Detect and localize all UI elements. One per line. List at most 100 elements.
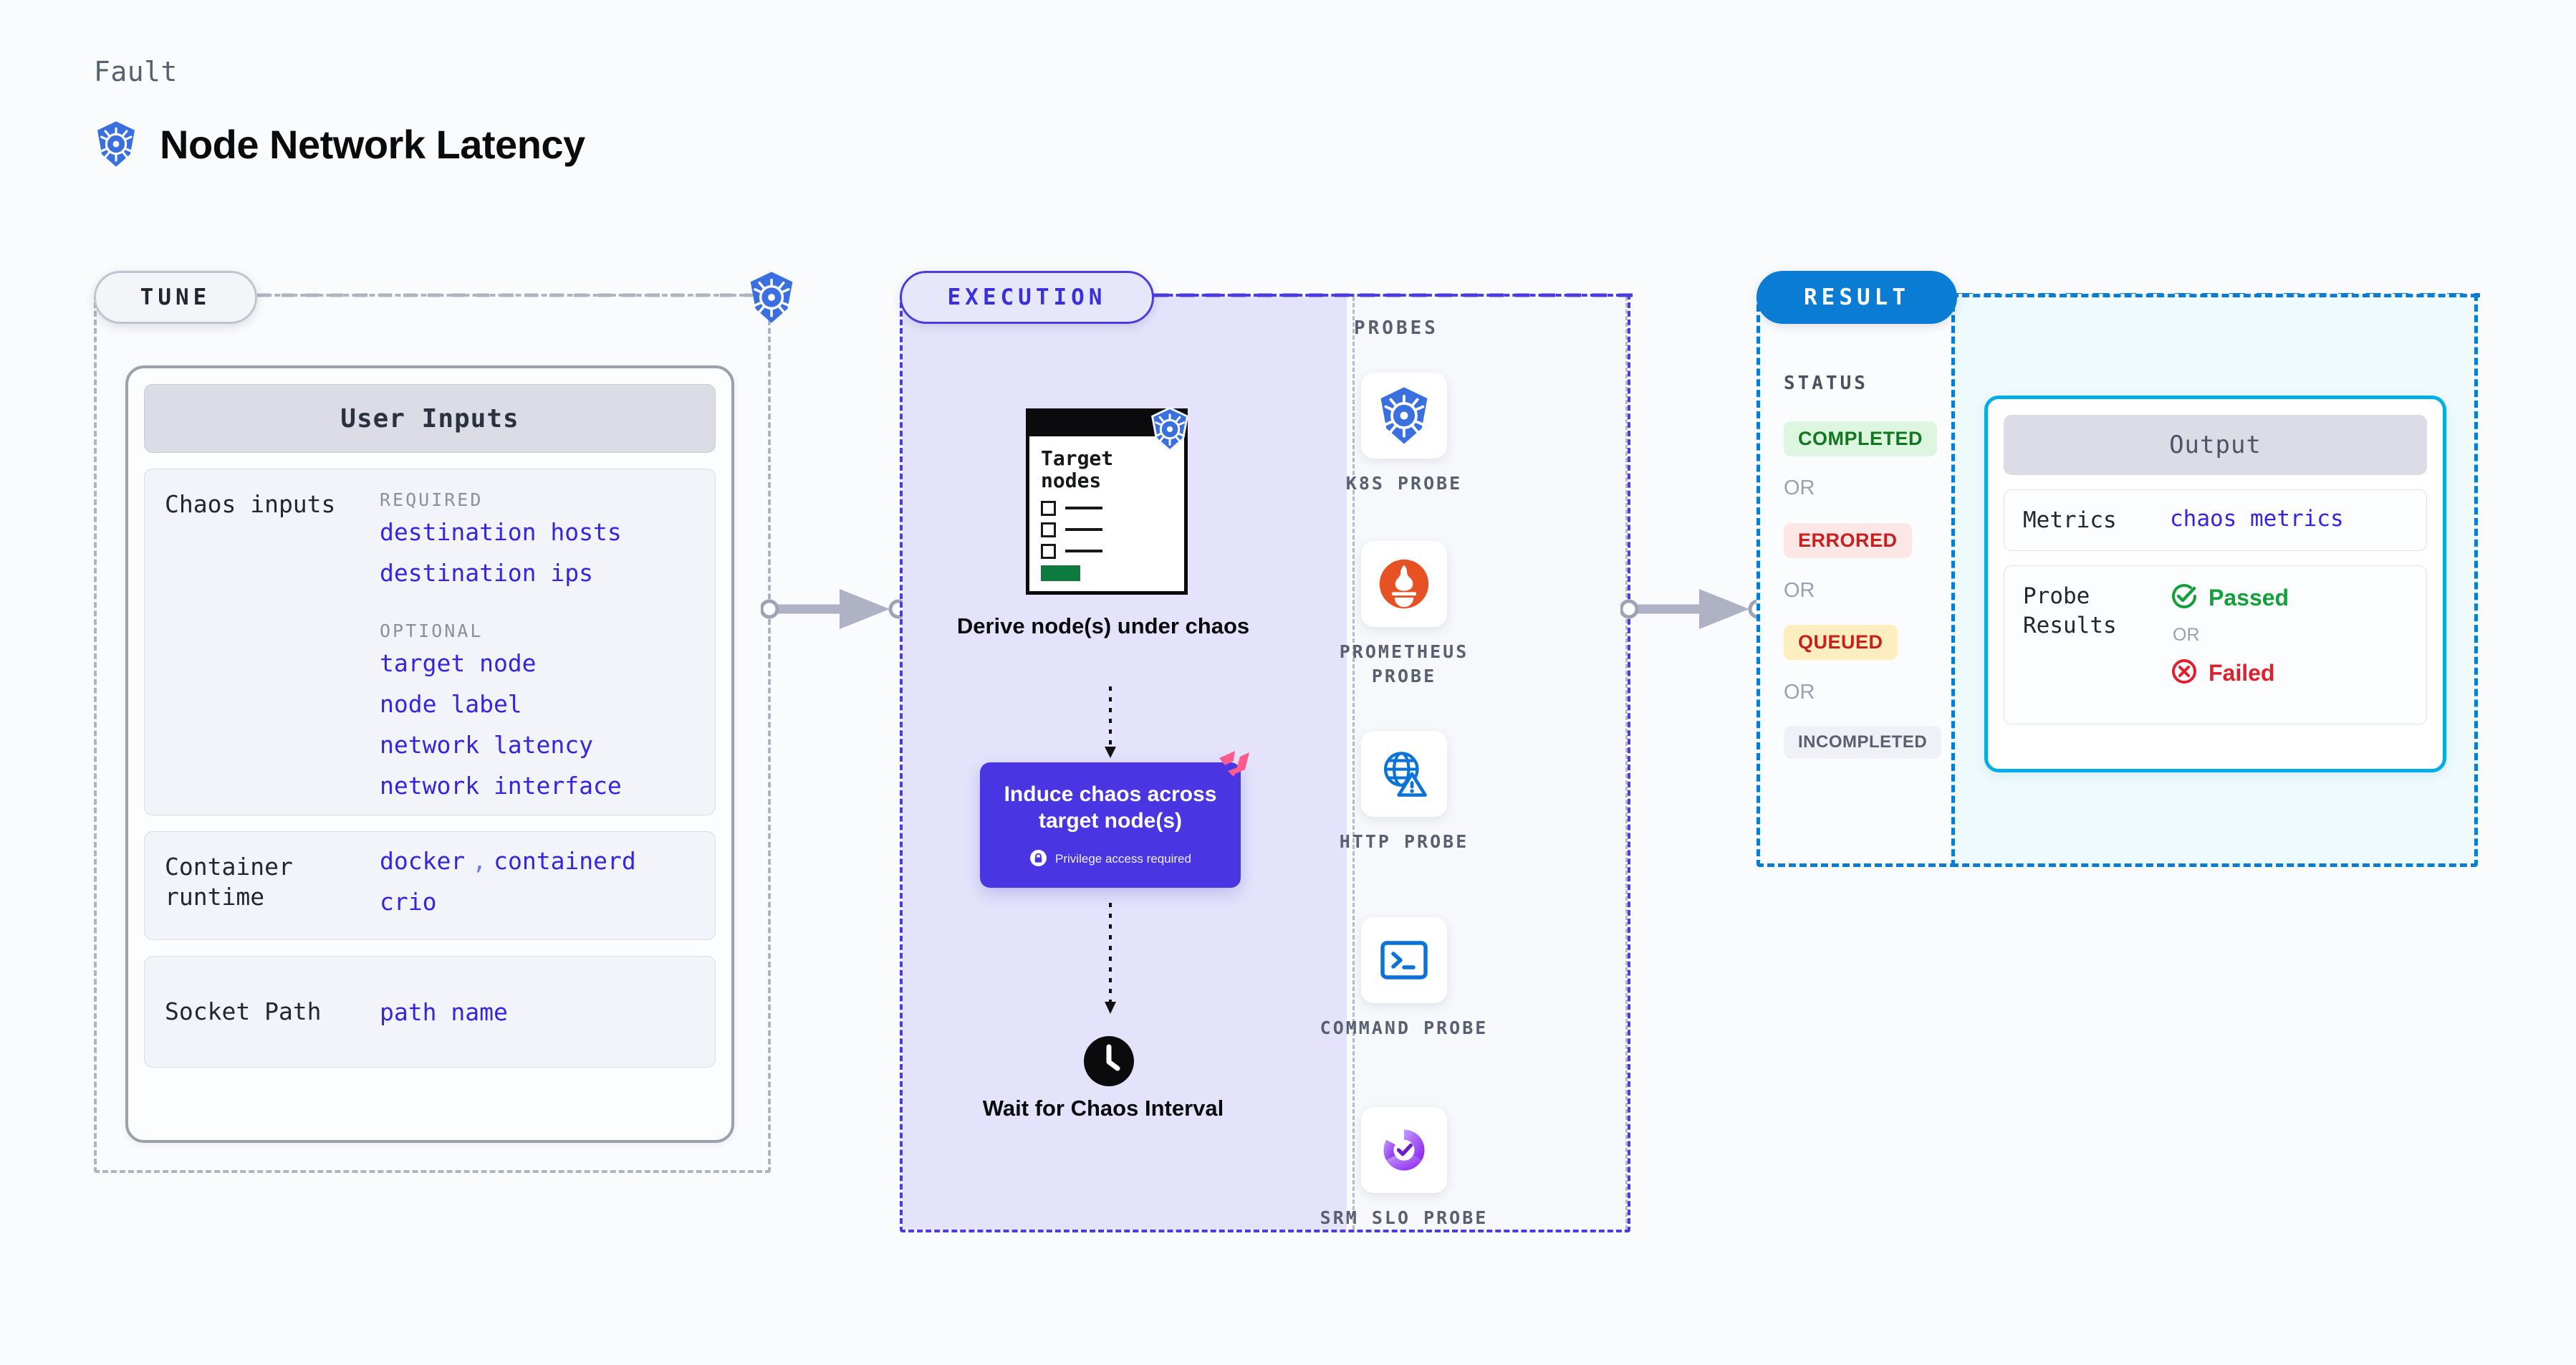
target-nodes-kubernetes-badge <box>1149 406 1191 454</box>
induce-chaos-title: Induce chaos across target node(s) <box>1004 782 1217 833</box>
socket-path-value[interactable]: path name <box>380 997 508 1026</box>
placeholder-line <box>1065 507 1102 510</box>
terminal-icon <box>1361 917 1447 1003</box>
input-destination-ips[interactable]: destination ips <box>380 559 594 587</box>
field-values-container-runtime: docker , containerd crio <box>380 849 695 914</box>
clock-icon <box>1084 1036 1134 1089</box>
tune-kubernetes-badge <box>746 271 797 327</box>
probe-k8s[interactable]: K8S PROBE <box>1311 373 1497 496</box>
user-inputs-header: User Inputs <box>144 384 716 453</box>
page-eyebrow: Fault <box>94 56 178 87</box>
http-globe-warning-icon <box>1361 731 1447 817</box>
tune-pill-connector <box>257 293 751 297</box>
probe-label: K8S PROBE <box>1345 473 1463 494</box>
checkbox-icon[interactable] <box>1041 500 1056 516</box>
checklist-item <box>1041 522 1173 537</box>
field-label-socket-path: Socket Path <box>165 997 322 1025</box>
runtime-values-line1: docker , containerd <box>380 849 695 873</box>
target-nodes-title: Target nodes <box>1041 446 1114 492</box>
connector-execution-to-result <box>1620 589 1768 629</box>
probe-results-or: OR <box>2173 625 2200 646</box>
derive-nodes-caption: Derive node(s) under chaos <box>956 613 1250 638</box>
metrics-value[interactable]: chaos metrics <box>2170 506 2344 532</box>
status-badge-completed: COMPLETED <box>1784 421 1938 456</box>
runtime-crio[interactable]: crio <box>380 888 437 916</box>
probe-label: PROMETHEUS PROBE <box>1339 641 1469 686</box>
or-label-3: OR <box>1784 681 1815 704</box>
check-circle-icon <box>2170 582 2198 613</box>
input-network-interface[interactable]: network interface <box>380 772 622 800</box>
runtime-separator: , <box>472 847 487 875</box>
privilege-note-row: Privilege access required <box>1029 849 1191 870</box>
privilege-note-text: Privilege access required <box>1055 852 1191 866</box>
input-destination-hosts[interactable]: destination hosts <box>380 518 622 546</box>
output-probe-results-row: Probe Results Passed OR <box>2004 565 2427 725</box>
probe-results-label: Probe Results <box>2023 583 2117 638</box>
x-circle-icon <box>2170 657 2198 689</box>
probe-prometheus[interactable]: PROMETHEUS PROBE <box>1311 541 1497 689</box>
field-label-container-runtime: Container runtime <box>165 853 293 911</box>
connector-tune-to-execution <box>761 589 908 629</box>
probe-result-failed: Failed <box>2170 657 2289 689</box>
probe-command[interactable]: COMMAND PROBE <box>1311 917 1497 1040</box>
output-card: Output Metrics chaos metrics Probe Resul… <box>1984 396 2446 772</box>
runtime-containerd[interactable]: containerd <box>494 847 636 875</box>
target-nodes-checklist <box>1041 500 1173 559</box>
tune-pill[interactable]: TUNE <box>94 271 257 324</box>
field-socket-path: Socket Path path name <box>144 956 716 1068</box>
field-container-runtime: Container runtime docker , containerd cr… <box>144 831 716 940</box>
status-badge-errored: ERRORED <box>1784 523 1912 558</box>
probe-label: COMMAND PROBE <box>1320 1017 1489 1038</box>
or-label-2: OR <box>1784 579 1815 602</box>
progress-bar-indicator <box>1041 565 1080 581</box>
placeholder-line <box>1065 550 1102 553</box>
field-label-chaos-inputs: Chaos inputs <box>165 490 336 518</box>
checkbox-icon[interactable] <box>1041 522 1056 537</box>
probe-result-passed: Passed <box>2170 582 2289 613</box>
passed-label: Passed <box>2209 584 2289 610</box>
placeholder-line <box>1065 528 1102 532</box>
srm-slo-icon <box>1361 1107 1447 1193</box>
lock-icon <box>1029 849 1047 870</box>
output-metrics-row: Metrics chaos metrics <box>2004 489 2427 552</box>
kubernetes-icon <box>94 120 138 168</box>
metrics-label: Metrics <box>2023 507 2117 533</box>
input-target-node[interactable]: target node <box>380 649 537 677</box>
arrow-derive-to-induce <box>1105 686 1116 758</box>
probe-http[interactable]: HTTP PROBE <box>1311 731 1497 854</box>
page-title-row: Node Network Latency <box>94 120 585 168</box>
field-values-chaos-inputs: REQUIRED destination hosts destination i… <box>380 487 695 798</box>
or-label-1: OR <box>1784 476 1815 499</box>
status-badge-incompleted: INCOMPLETED <box>1784 726 1942 759</box>
probe-label: HTTP PROBE <box>1339 831 1469 852</box>
required-sublabel: REQUIRED <box>380 489 484 510</box>
harness-logo-icon <box>1218 749 1251 781</box>
induce-chaos-node[interactable]: Induce chaos across target node(s) Privi… <box>980 762 1241 888</box>
probe-results-values: Passed OR Failed <box>2170 582 2289 708</box>
result-pill[interactable]: RESULT <box>1756 271 1957 324</box>
field-chaos-inputs: Chaos inputs REQUIRED destination hosts … <box>144 469 716 815</box>
prometheus-icon <box>1361 541 1447 627</box>
probe-srm-slo[interactable]: SRM SLO PROBE <box>1311 1107 1497 1230</box>
failed-label: Failed <box>2209 659 2275 686</box>
input-node-label[interactable]: node label <box>380 690 522 718</box>
optional-sublabel: OPTIONAL <box>380 621 484 641</box>
status-title: STATUS <box>1784 373 1868 394</box>
page-title: Node Network Latency <box>160 121 585 167</box>
checkbox-icon[interactable] <box>1041 543 1056 559</box>
runtime-docker[interactable]: docker <box>380 847 466 875</box>
wait-interval-caption: Wait for Chaos Interval <box>982 1096 1224 1121</box>
kubernetes-icon <box>1361 373 1447 459</box>
checklist-item <box>1041 500 1173 516</box>
probe-label: SRM SLO PROBE <box>1320 1207 1489 1228</box>
input-network-latency[interactable]: network latency <box>380 731 594 759</box>
field-values-socket-path: path name <box>380 1000 695 1024</box>
arrow-induce-to-wait <box>1105 903 1116 1014</box>
output-header: Output <box>2004 415 2427 475</box>
probes-title: PROBES <box>1354 317 1438 339</box>
status-badge-queued: QUEUED <box>1784 625 1898 660</box>
execution-pill[interactable]: EXECUTION <box>900 271 1154 324</box>
user-inputs-card: User Inputs Chaos inputs REQUIRED destin… <box>125 365 734 1143</box>
execution-pill-connector <box>1154 293 1634 297</box>
